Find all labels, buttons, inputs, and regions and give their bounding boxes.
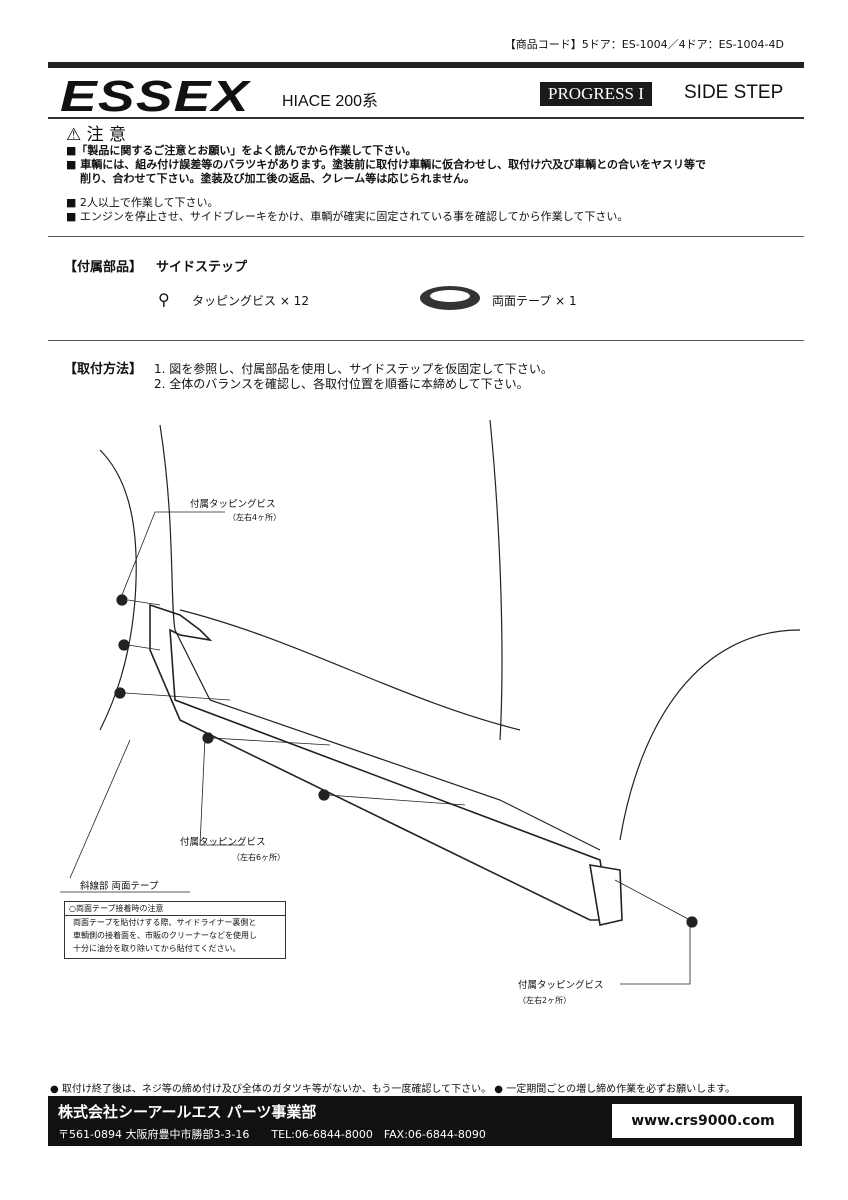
parts-item: タッピングビス × 12 <box>192 294 309 308</box>
model-name: HIACE 200系 <box>282 93 379 110</box>
caution-item: ■「製品に関するご注意とお願い」をよく読んでから作業して下さい。 <box>66 144 417 157</box>
warning-icon: ⚠ <box>66 125 82 145</box>
note-line: 十分に油分を取り除いてから貼付てください。 <box>73 944 241 953</box>
method-label: 【取付方法】 <box>64 362 143 377</box>
tape-note-box: ○両面テープ接着時の注意 両面テープを貼付けする際、サイドライナー裏側と 車輌側… <box>64 901 286 959</box>
screw-icon: ⚲ <box>158 290 170 309</box>
screw-qty: （左右2ヶ所） <box>518 996 572 1005</box>
caution-list: ■「製品に関するご注意とお願い」をよく読んでから作業して下さい。 ■ 車輌には、… <box>66 144 706 224</box>
caution-item: ■ 車輌には、組み付け誤差等のバラツキがあります。塗装前に取付け車輌に仮合わせし… <box>66 158 707 171</box>
top-divider <box>48 62 804 68</box>
tape-label: 斜線部 両面テープ <box>80 881 159 892</box>
method-step: 2. 全体のバランスを確認し、各取付位置を順番に本締めして下さい。 <box>154 377 529 391</box>
company-name: 株式会社シーアールエス パーツ事業部 <box>58 1103 317 1121</box>
note-line: 車輌側の接着面を、市販のクリーナーなどを使用し <box>73 931 257 940</box>
caution-item: ■ エンジンを停止させ、サイドブレーキをかけ、車輌が確実に固定されている事を確認… <box>66 210 629 223</box>
note-title: ○両面テープ接着時の注意 <box>65 902 285 916</box>
tape-roll-icon <box>420 286 480 310</box>
header-rule <box>48 117 804 119</box>
caution-item: 削り、合わせて下さい。塗装及び加工後の返品、クレーム等は応じられません。 <box>80 172 475 185</box>
series-badge: PROGRESS I <box>540 82 652 106</box>
parts-item: 両面テープ × 1 <box>492 294 577 308</box>
parts-label: 【付属部品】 <box>64 260 143 275</box>
parts-name: サイドステップ <box>156 260 248 275</box>
screw-qty: （左右4ヶ所） <box>228 513 282 522</box>
brand-logo: ESSEX <box>60 72 250 121</box>
footer-notes: ● 取付け終了後は、ネジ等の締め付け及び全体のガタツキ等がないか、もう一度確認し… <box>50 1084 736 1095</box>
screw-qty: （左右6ヶ所） <box>232 853 286 862</box>
website-link[interactable]: www.crs9000.com <box>612 1104 794 1138</box>
screw-icons <box>114 594 698 928</box>
divider <box>48 340 804 341</box>
product-title: SIDE STEP <box>684 82 784 103</box>
car-body-line <box>159 424 601 851</box>
divider <box>48 236 804 237</box>
screw-label: 付属タッピングビス <box>518 980 604 991</box>
note-line: 両面テープを貼付けする際、サイドライナー裏側と <box>73 918 257 927</box>
caution-heading: ⚠ 注 意 <box>66 125 127 145</box>
product-code: 【商品コード】5ドア：ES-1004／4ドア：ES-1004-4D <box>504 38 784 51</box>
company-address: 〒561-0894 大阪府豊中市勝部3-3-16 TEL:06-6844-800… <box>58 1128 486 1141</box>
installation-diagram <box>60 419 801 985</box>
screw-label: 付属タッピングビス <box>180 837 266 848</box>
method-step: 1. 図を参照し、付属部品を使用し、サイドステップを仮固定して下さい。 <box>154 362 553 376</box>
footer-banner: 株式会社シーアールエス パーツ事業部 〒561-0894 大阪府豊中市勝部3-3… <box>48 1096 802 1146</box>
side-step-part <box>149 603 611 921</box>
caution-item: ■ 2人以上で作業して下さい。 <box>66 196 219 209</box>
screw-label: 付属タッピングビス <box>190 499 276 510</box>
